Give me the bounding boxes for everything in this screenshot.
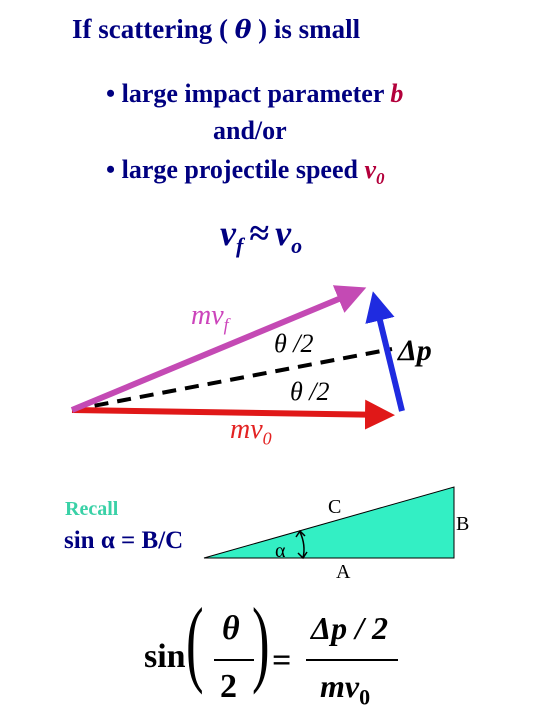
- mvf-vector: [70, 285, 367, 413]
- var-v0-sub: 0: [376, 169, 385, 189]
- label-mv0-base: mv: [230, 414, 263, 445]
- approx-op: ≈: [249, 213, 270, 253]
- bisector-dashed-line: [71, 347, 393, 412]
- approx-equation: vf≈vo: [220, 212, 302, 259]
- recall-triangle: [203, 486, 455, 559]
- triangle-label-c: C: [328, 496, 342, 518]
- var-v0-base: v: [364, 155, 376, 184]
- recall-equation: sin α = B/C: [64, 527, 184, 554]
- formula-right-paren: ): [252, 588, 270, 695]
- angle-arc: [299, 531, 305, 559]
- approx-lhs-sub: f: [235, 233, 244, 259]
- label-mvf-base: mv: [191, 300, 224, 331]
- label-mv0: mv0: [230, 414, 272, 450]
- var-v0: v0: [364, 155, 384, 188]
- formula-den-sub: 0: [359, 684, 371, 710]
- triangle-label-b: B: [456, 513, 470, 535]
- formula-fraction-bar-right: [306, 659, 398, 661]
- theta-symbol: θ: [234, 15, 252, 44]
- title-post: ) is small: [258, 14, 361, 44]
- bullet-speed-text: • large projectile speed: [106, 155, 365, 184]
- label-mvf-sub: f: [223, 314, 229, 335]
- formula-denominator: mv0: [320, 668, 370, 710]
- formula-equals: =: [272, 642, 292, 679]
- formula-sin: sin: [144, 638, 186, 675]
- triangle-label-a: A: [336, 561, 351, 583]
- formula-numerator: Δp / 2: [311, 610, 388, 646]
- formula-two: 2: [220, 668, 237, 705]
- label-mv0-sub: 0: [262, 428, 272, 449]
- approx-rhs-sub: o: [291, 233, 303, 259]
- mv0-vector: [71, 399, 395, 430]
- bullet-connector: and/or: [213, 116, 287, 145]
- delta-p-vector: [365, 291, 405, 412]
- formula-den-base: mv: [320, 668, 360, 704]
- bullet-projectile-speed: • large projectile speed v0: [106, 155, 385, 189]
- label-mvf: mvf: [191, 300, 229, 336]
- var-b: b: [390, 79, 404, 108]
- formula-fraction-bar-left: [214, 659, 254, 661]
- bullet-impact-parameter: • large impact parameter b: [106, 79, 403, 109]
- angle-arc-arrows: [295, 529, 308, 560]
- page-title: If scattering ( θ ) is small: [72, 14, 360, 45]
- label-half-angle-lower: θ /2: [290, 377, 330, 406]
- bullet-impact-text: • large impact parameter: [106, 79, 391, 108]
- approx-rhs: v: [275, 213, 292, 253]
- formula-left-paren: (: [186, 588, 204, 695]
- approx-lhs: v: [220, 213, 236, 253]
- recall-label: Recall: [65, 498, 119, 520]
- label-half-angle-upper: θ /2: [274, 329, 314, 358]
- label-delta-p: Δp: [398, 334, 432, 367]
- title-pre: If scattering (: [72, 14, 228, 44]
- formula-theta: θ: [222, 610, 240, 647]
- triangle-label-alpha: α: [275, 540, 286, 562]
